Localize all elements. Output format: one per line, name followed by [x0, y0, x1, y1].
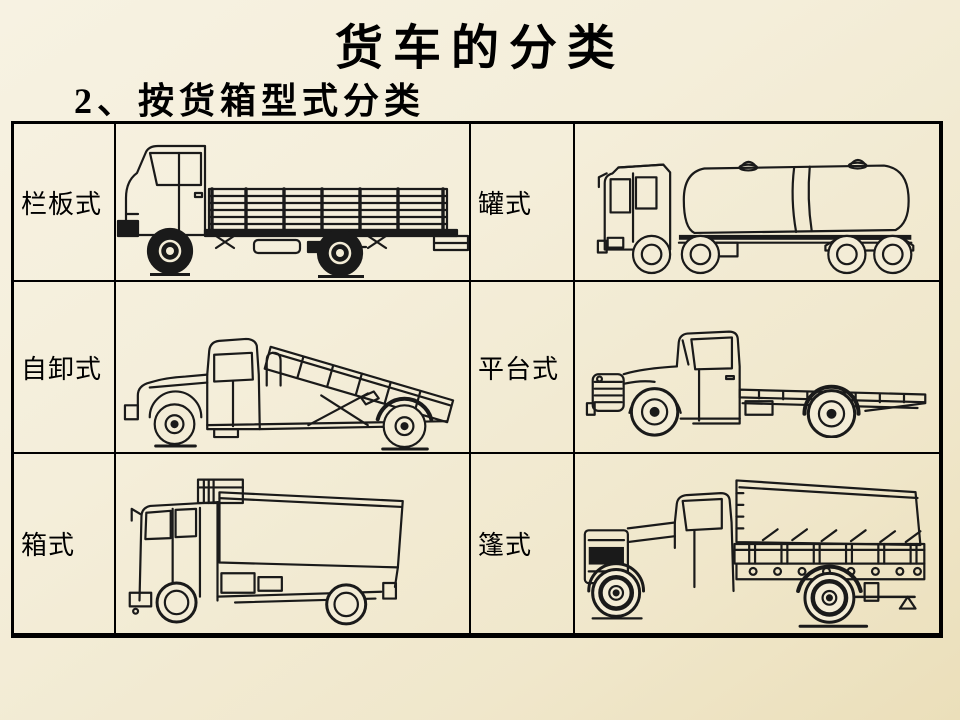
tank-truck-icon [593, 144, 925, 276]
truck-classification-table: 栏板式 [11, 121, 943, 638]
slide-subtitle: 2、按货箱型式分类 [74, 81, 426, 121]
truck-label-tank-text: 罐式 [478, 189, 533, 219]
truck-label-tank: 罐式 [471, 124, 575, 282]
truck-image-cell-tank [575, 124, 939, 282]
tarpaulin-truck-icon [577, 454, 939, 635]
box-van-truck-icon [120, 460, 432, 626]
truck-label-stake-bed: 栏板式 [14, 124, 116, 282]
truck-label-flatbed-text: 平台式 [478, 354, 560, 384]
truck-label-tarpaulin: 篷式 [471, 454, 575, 633]
truck-image-cell-flatbed [575, 282, 939, 454]
truck-image-cell-stake-bed [116, 124, 471, 282]
slide-title: 货车的分类 [334, 22, 625, 75]
truck-label-dump: 自卸式 [14, 282, 116, 454]
truck-image-cell-dump [116, 282, 471, 454]
truck-label-dump-text: 自卸式 [21, 354, 103, 384]
truck-label-flatbed: 平台式 [471, 282, 575, 454]
dump-truck-icon [120, 322, 462, 451]
truck-label-box-van: 箱式 [14, 454, 116, 633]
flatbed-truck-icon [585, 320, 933, 438]
truck-image-cell-tarpaulin [575, 454, 939, 633]
truck-label-box-van-text: 箱式 [21, 531, 76, 560]
stake-bed-truck-icon [116, 136, 476, 278]
truck-image-cell-box-van [116, 454, 471, 633]
truck-label-tarpaulin-text: 篷式 [478, 531, 533, 560]
truck-label-stake-bed-text: 栏板式 [21, 189, 103, 219]
